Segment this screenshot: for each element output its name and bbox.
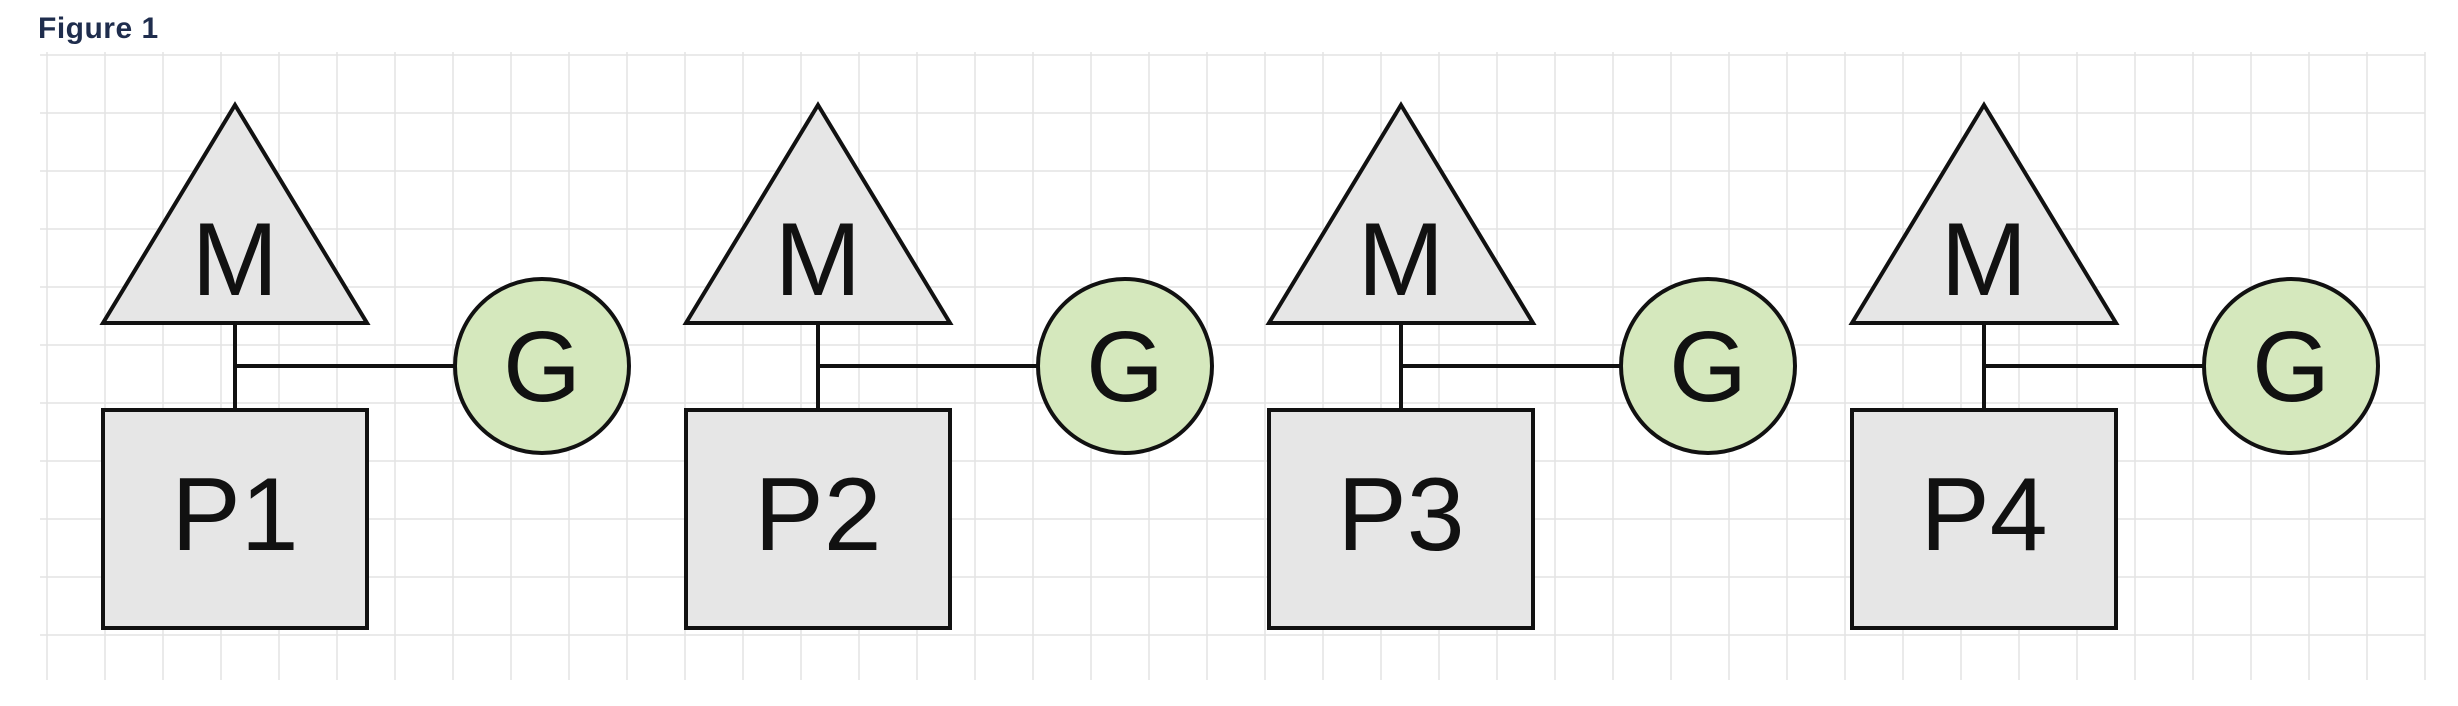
processor-box (1267, 408, 1535, 630)
mpg-group: M P3 G (1265, 101, 1797, 630)
machine-label: M (192, 202, 279, 318)
processor-label: P3 (1337, 457, 1464, 573)
goroutine-circle (1036, 277, 1214, 455)
machine-label: M (1941, 202, 2028, 318)
machine-label: M (1358, 202, 1445, 318)
figure-caption: Figure 1 (38, 12, 159, 45)
goroutine-circle (1619, 277, 1797, 455)
mpg-group: M P4 G (1848, 101, 2380, 630)
machine-label: M (775, 202, 862, 318)
processor-label: P1 (171, 457, 298, 573)
goroutine-circle (2202, 277, 2380, 455)
processor-label: P2 (754, 457, 881, 573)
goroutine-label: G (1669, 311, 1747, 423)
goroutine-label: G (2252, 311, 2330, 423)
processor-label: P4 (1920, 457, 2047, 573)
goroutine-label: G (1086, 311, 1164, 423)
mpg-group: M P2 G (682, 101, 1214, 630)
processor-box (684, 408, 952, 630)
mpg-group: M P1 G (99, 101, 631, 630)
goroutine-label: G (503, 311, 581, 423)
goroutine-circle (453, 277, 631, 455)
mpg-groups: M P1 G M P2 G M P3 G M P4 G (99, 101, 2380, 630)
processor-box (1850, 408, 2118, 630)
processor-box (101, 408, 369, 630)
